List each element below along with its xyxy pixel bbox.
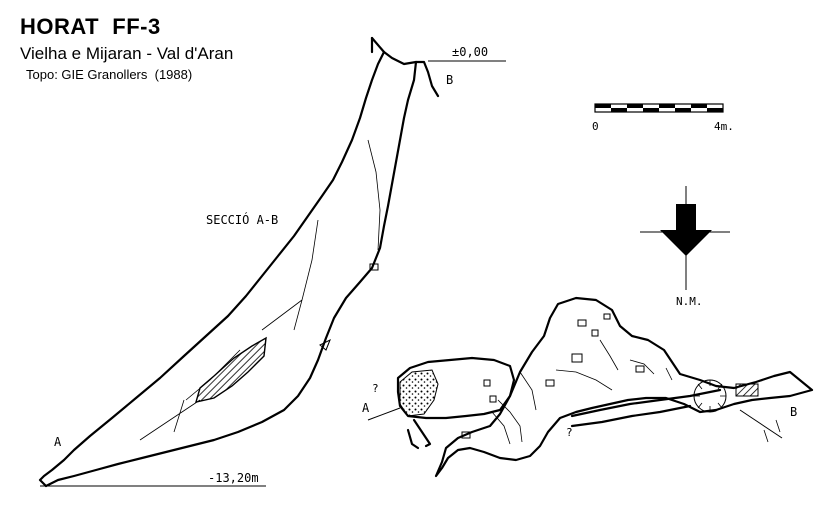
section-label: SECCIÓ A-B: [206, 212, 278, 227]
plan-pit-ticks: [694, 380, 726, 412]
north-arrow-icon: [660, 204, 712, 256]
north-arrow-label: N.M.: [676, 295, 703, 308]
bottom-datum-label: -13,20m: [208, 471, 259, 485]
plan-contours: [491, 339, 673, 445]
plan-unknown-mark-west: ?: [372, 382, 379, 395]
section-point-a: A: [54, 435, 62, 449]
section-sediment-deposit: [195, 336, 267, 403]
plan-central-chamber: [434, 296, 814, 478]
section-internal-lines: [139, 139, 381, 441]
plan-boulders: [461, 313, 645, 439]
plan-sediment-deposit: [735, 383, 759, 397]
plan-section-line-b: [739, 409, 783, 439]
top-datum-label: ±0,00: [452, 45, 488, 59]
section-block: [319, 338, 331, 351]
plan-lower-passage: [570, 388, 722, 428]
plan-view: A B ? ?: [362, 296, 814, 478]
plan-point-a: A: [362, 401, 370, 415]
plan-section-line-a: [367, 407, 401, 421]
plan-point-b: B: [790, 405, 797, 419]
plan-entrance-passage: [406, 418, 432, 450]
plan-section-marks: [763, 419, 781, 443]
plan-speckled-floor: [399, 369, 439, 417]
section-view: ±0,00 -13,20m B A SECCIÓ A-B: [38, 36, 506, 488]
section-entrance-lip: [370, 36, 440, 98]
section-point-b: B: [446, 73, 453, 87]
plan-unknown-mark-south: ?: [566, 426, 573, 439]
north-arrow: N.M.: [640, 186, 730, 308]
survey-title: HORAT FF-3: [20, 14, 161, 39]
section-left-wall: [38, 36, 386, 488]
section-right-wall: [44, 60, 418, 488]
scale-bar: 0 4m.: [592, 103, 734, 133]
survey-location: Vielha e Mijaran - Val d'Aran: [20, 44, 234, 63]
scale-end-label: 4m.: [714, 120, 734, 133]
section-block: [369, 263, 379, 271]
survey-credit: Topo: GIE Granollers (1988): [26, 67, 193, 82]
scale-start-label: 0: [592, 120, 599, 133]
